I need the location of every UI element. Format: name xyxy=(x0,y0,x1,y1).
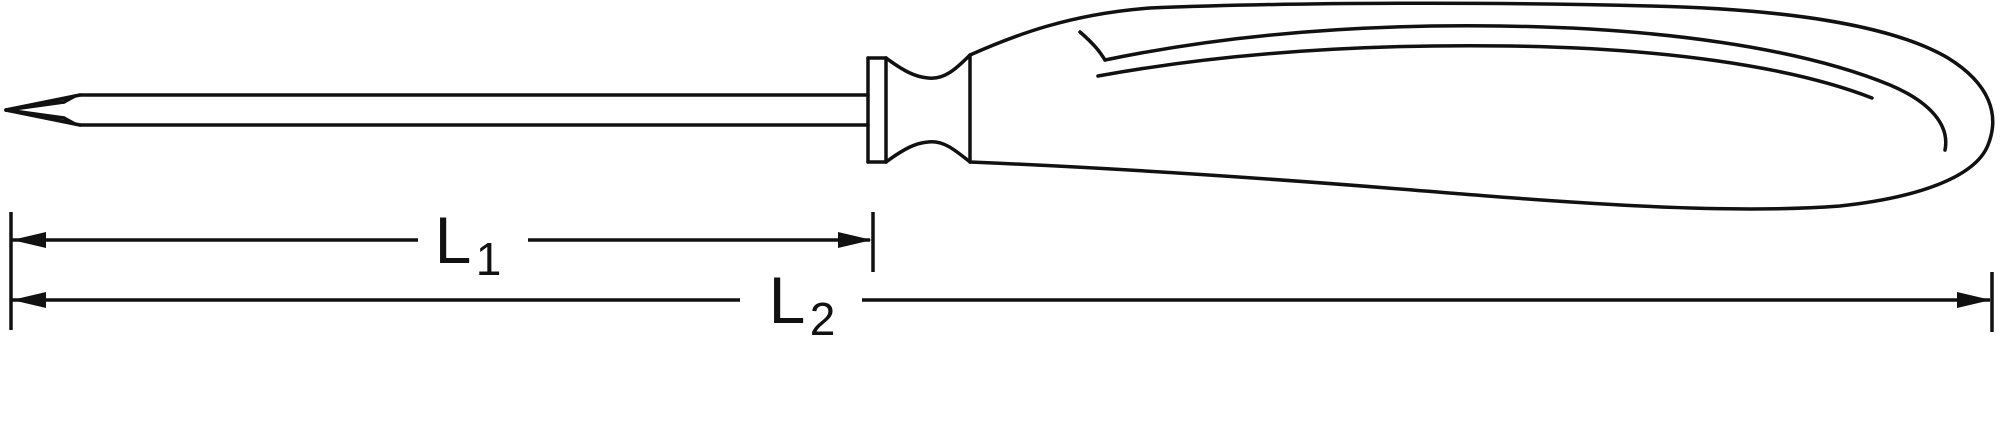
dimension-l1-symbol: L xyxy=(435,203,472,277)
dimension-l2-arrowhead-left xyxy=(12,292,46,308)
handle-grip-contour-upper xyxy=(1103,24,1948,152)
dimension-l2-symbol: L xyxy=(769,263,806,337)
dimension-l1: L 1 xyxy=(9,203,875,330)
dimension-l2-label: L 2 xyxy=(769,263,836,345)
dimension-l1-label: L 1 xyxy=(435,203,502,285)
ferrule-waist-top xyxy=(884,53,972,80)
screwdriver-ferrule xyxy=(866,53,972,164)
dimension-l1-subscript: 1 xyxy=(476,233,502,285)
handle-outline xyxy=(968,1,1995,211)
tip-wing-bottom-tick xyxy=(62,116,77,126)
screwdriver-drawing xyxy=(4,1,1995,211)
dimension-l2-subscript: 2 xyxy=(810,293,836,345)
dimension-l2-arrowhead-right xyxy=(1957,292,1991,308)
handle-grip-contour-lower xyxy=(1096,43,1874,100)
tip-inner-bottom-wing xyxy=(4,108,66,120)
dimension-l1-arrowhead-left xyxy=(12,232,46,248)
ferrule-waist-bottom xyxy=(884,140,972,164)
tip-wing-top-tick xyxy=(62,94,77,104)
screwdriver-handle xyxy=(968,1,1995,211)
screwdriver-shaft xyxy=(78,93,870,127)
handle-grip-front-parting-line xyxy=(1078,30,1107,62)
screwdriver-tip-phillips xyxy=(4,93,82,127)
dimension-l2: L 2 xyxy=(12,263,1994,345)
dimension-l1-arrowhead-right xyxy=(838,232,872,248)
tip-inner-top-wing xyxy=(4,100,66,112)
